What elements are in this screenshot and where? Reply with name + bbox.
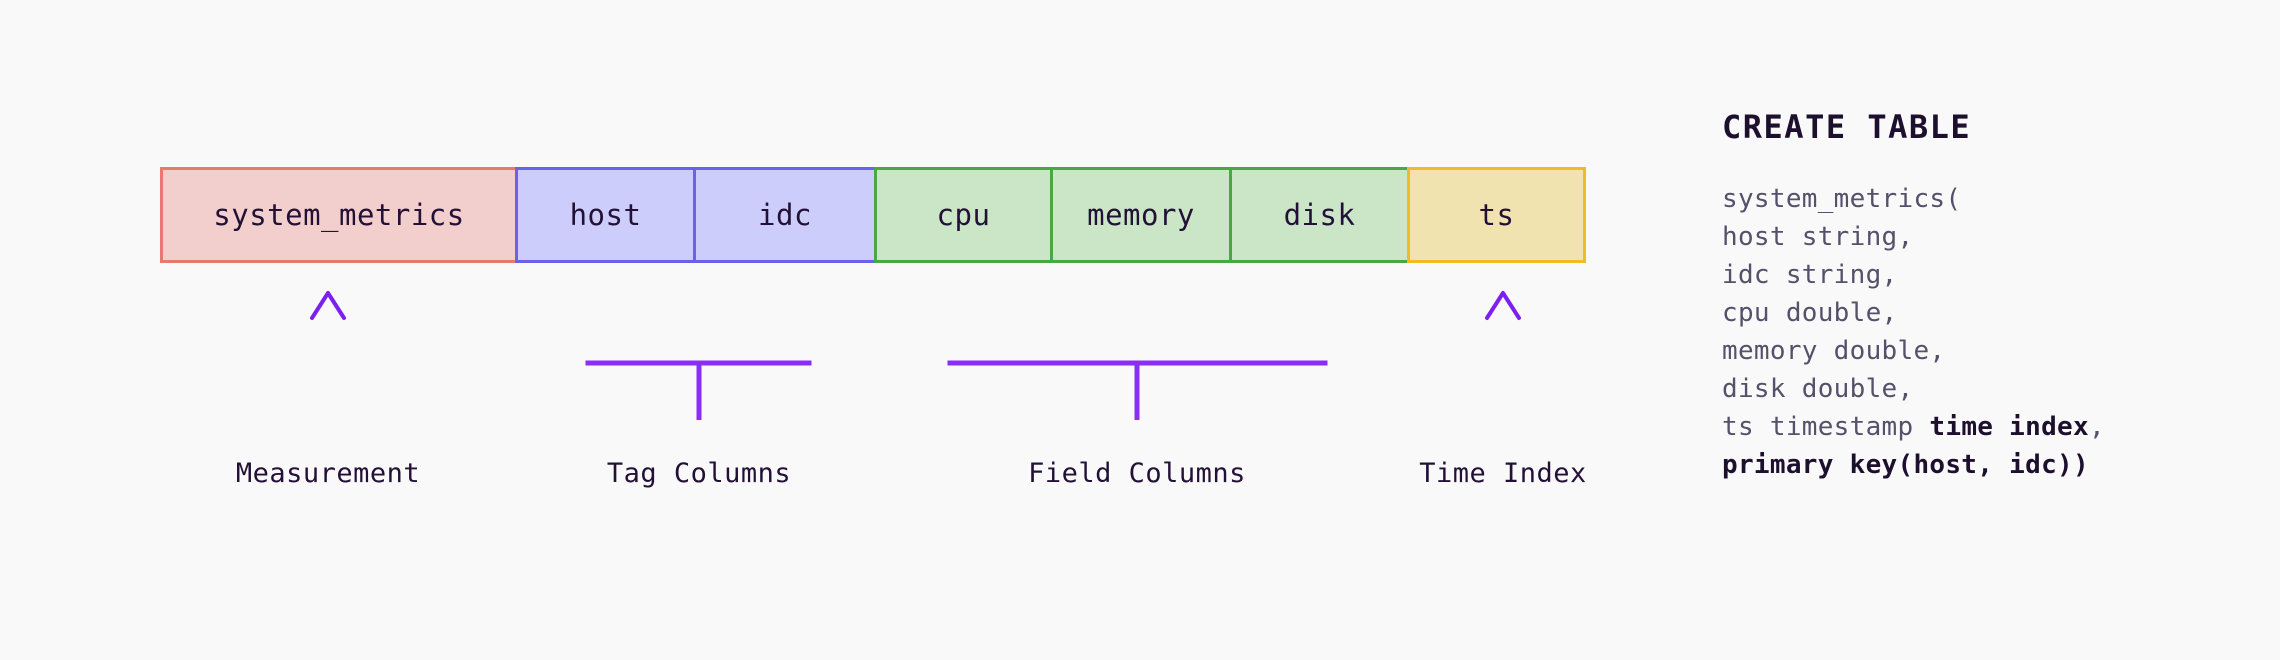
connector-field-bracket: [947, 293, 1328, 420]
label-measurement: Measurement: [235, 458, 421, 489]
sql-line: disk double,: [1722, 374, 1914, 404]
cell-time-index-ts: ts: [1407, 167, 1586, 263]
sql-keyword: primary key(host, idc)): [1722, 450, 2089, 480]
schema-strip: system_metrics host idc cpu memory disk …: [160, 167, 1586, 263]
cell-measurement: system_metrics: [160, 167, 518, 263]
label-time-index: Time Index: [1419, 458, 1587, 489]
sql-body: system_metrics(host string, idc string, cp…: [1722, 180, 2242, 484]
sql-title: CREATE TABLE: [1722, 108, 1972, 146]
cell-field-cpu: cpu: [874, 167, 1053, 263]
connector-tag-bracket: [585, 293, 812, 420]
cell-field-disk: disk: [1232, 167, 1410, 263]
sql-line: host string,: [1722, 222, 1914, 252]
sql-line: ts timestamp time index,: [1722, 412, 2105, 442]
cell-tag-idc: idc: [696, 167, 877, 263]
cell-field-memory: memory: [1053, 167, 1232, 263]
sql-keyword: time index: [1929, 412, 2089, 442]
sql-panel: CREATE TABLE system_metrics(host string,…: [1722, 108, 2242, 484]
label-tag-columns: Tag Columns: [606, 458, 792, 489]
cell-tag-host: host: [515, 167, 696, 263]
label-field-columns: Field Columns: [1028, 458, 1246, 489]
sql-line: primary key(host, idc)): [1722, 446, 2242, 484]
sql-line: idc string,: [1722, 260, 1898, 290]
connector-time-index-arrow: [1485, 291, 1521, 412]
sql-line: memory double,: [1722, 336, 1946, 366]
connector-measurement-arrow: [310, 291, 346, 412]
sql-line: system_metrics(: [1722, 184, 1962, 214]
sql-line: cpu double,: [1722, 298, 1898, 328]
